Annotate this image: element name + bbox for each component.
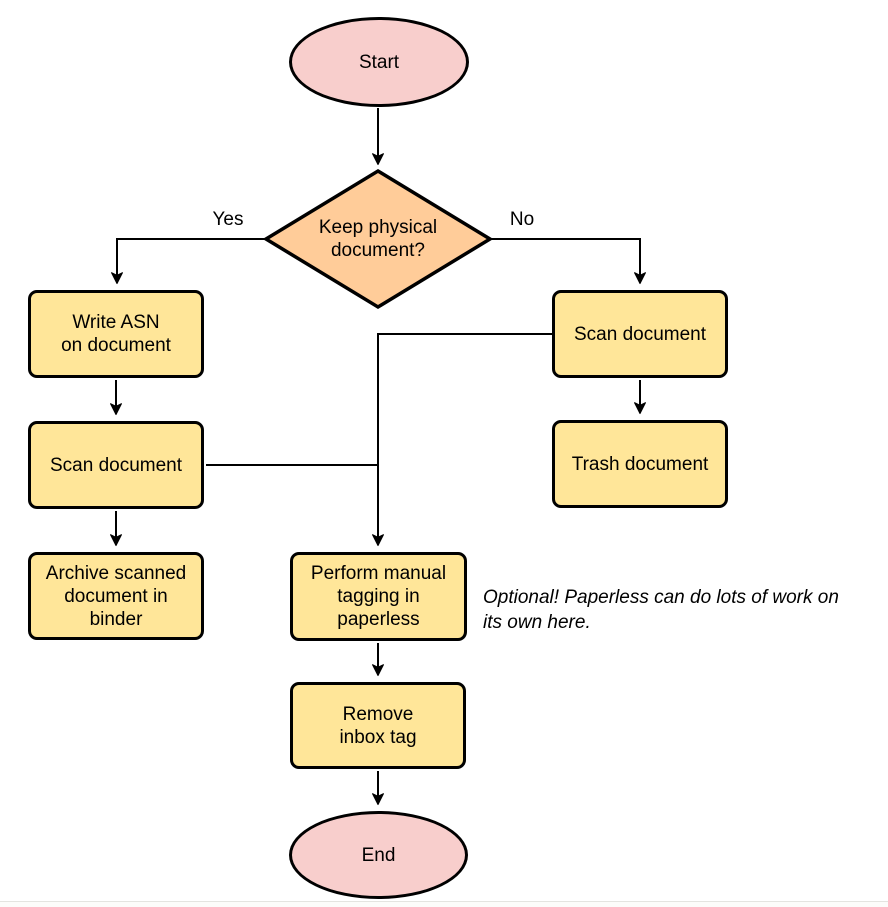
write-asn-node-label: Write ASN on document bbox=[61, 312, 171, 356]
no-edge-label: No bbox=[509, 209, 535, 230]
trash-document-node-label: Trash document bbox=[571, 453, 709, 475]
scan-document-right-node: Scan document bbox=[552, 290, 728, 378]
edge-scan-right-to-tagging bbox=[372, 333, 552, 547]
archive-node: Archive scanned document in binder bbox=[28, 552, 204, 640]
decision-node-label: Keep physical document? bbox=[318, 217, 438, 261]
manual-tagging-node-label: Perform manual tagging in paperless bbox=[310, 563, 447, 630]
decision-node: Keep physical document? bbox=[288, 203, 468, 275]
remove-inbox-tag-node-label: Remove inbox tag bbox=[339, 703, 417, 748]
scan-document-right-node-label: Scan document bbox=[573, 323, 707, 345]
end-node-label: End bbox=[361, 844, 396, 866]
scan-document-left-node-label: Scan document bbox=[49, 454, 183, 476]
archive-node-label: Archive scanned document in binder bbox=[45, 562, 187, 630]
end-node: End bbox=[289, 811, 468, 899]
start-node: Start bbox=[289, 17, 469, 107]
decision-diamond-shape bbox=[262, 168, 494, 310]
edge-decision-yes-to-write-asn bbox=[111, 238, 266, 285]
bottom-strip bbox=[0, 902, 888, 907]
optional-annotation-text: Optional! Paperless can do lots of work … bbox=[483, 587, 839, 633]
yes-edge-label: Yes bbox=[212, 209, 244, 230]
bottom-divider bbox=[0, 901, 888, 902]
manual-tagging-node: Perform manual tagging in paperless bbox=[290, 552, 467, 641]
start-node-label: Start bbox=[358, 51, 400, 73]
trash-document-node: Trash document bbox=[552, 420, 728, 508]
edge-decision-no-to-scan-right bbox=[490, 238, 646, 285]
remove-inbox-tag-node: Remove inbox tag bbox=[290, 682, 466, 769]
scan-document-left-node: Scan document bbox=[28, 421, 204, 509]
write-asn-node: Write ASN on document bbox=[28, 290, 204, 378]
